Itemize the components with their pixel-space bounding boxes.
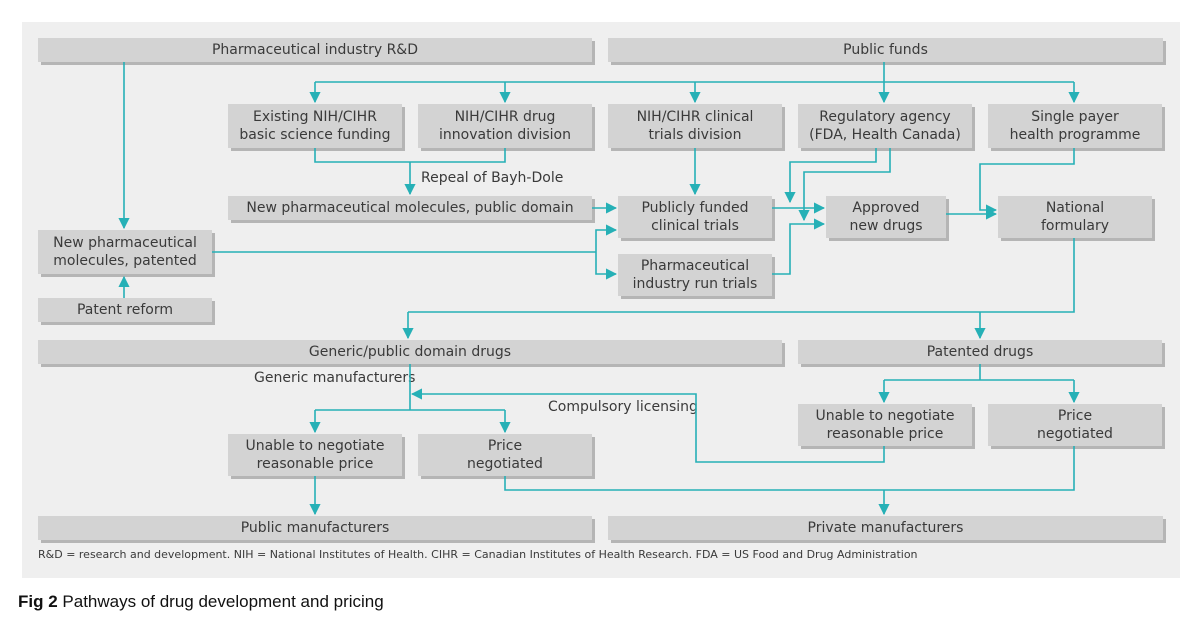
box-national-formulary: National formulary (998, 196, 1152, 238)
box-patent-reform: Patent reform (38, 298, 212, 322)
box-patented-drugs: Patented drugs (798, 340, 1162, 364)
figure-caption: Fig 2 Pathways of drug development and p… (18, 592, 384, 612)
box-private-manufacturers: Private manufacturers (608, 516, 1163, 540)
caption-text: Pathways of drug development and pricing (57, 592, 384, 611)
box-nih-clinical: NIH/CIHR clinical trials division (608, 104, 782, 148)
box-nih-drug: NIH/CIHR drug innovation division (418, 104, 592, 148)
box-public-trials: Publicly funded clinical trials (618, 196, 772, 238)
caption-prefix: Fig 2 (18, 592, 58, 611)
box-regulatory: Regulatory agency (FDA, Health Canada) (798, 104, 972, 148)
box-public-funds: Public funds (608, 38, 1163, 62)
footnote: R&D = research and development. NIH = Na… (38, 548, 918, 561)
box-approved-drugs: Approved new drugs (826, 196, 946, 238)
box-right-price: Price negotiated (988, 404, 1162, 446)
box-new-public-domain: New pharmaceutical molecules, public dom… (228, 196, 592, 220)
box-industry-trials: Pharmaceutical industry run trials (618, 254, 772, 296)
box-right-unable: Unable to negotiate reasonable price (798, 404, 972, 446)
box-left-price: Price negotiated (418, 434, 592, 476)
label-compulsory-licensing: Compulsory licensing (548, 399, 698, 415)
box-left-unable: Unable to negotiate reasonable price (228, 434, 402, 476)
box-single-payer: Single payer health programme (988, 104, 1162, 148)
box-pharma-rd: Pharmaceutical industry R&D (38, 38, 592, 62)
box-public-manufacturers: Public manufacturers (38, 516, 592, 540)
label-bayh-dole: Repeal of Bayh-Dole (421, 170, 564, 186)
box-new-patented: New pharmaceutical molecules, patented (38, 230, 212, 274)
label-generic-manufacturers: Generic manufacturers (254, 370, 416, 386)
box-nih-basic: Existing NIH/CIHR basic science funding (228, 104, 402, 148)
box-generic-drugs: Generic/public domain drugs (38, 340, 782, 364)
